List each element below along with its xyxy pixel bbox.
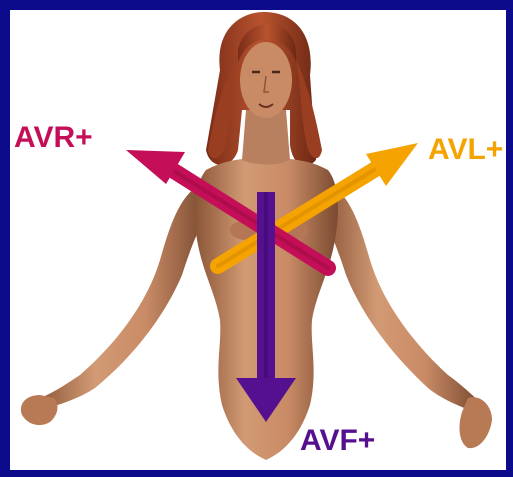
- avl-label: AVL+: [428, 133, 503, 167]
- right-arm: [322, 185, 480, 412]
- neck: [242, 110, 290, 165]
- diagram-panel: AVR+ AVL+ AVF+: [10, 10, 506, 470]
- body-figure-illustration: [10, 10, 506, 470]
- left-arm: [35, 185, 206, 410]
- avr-label: AVR+: [14, 121, 93, 155]
- avf-label: AVF+: [300, 424, 375, 458]
- left-hand: [21, 395, 58, 425]
